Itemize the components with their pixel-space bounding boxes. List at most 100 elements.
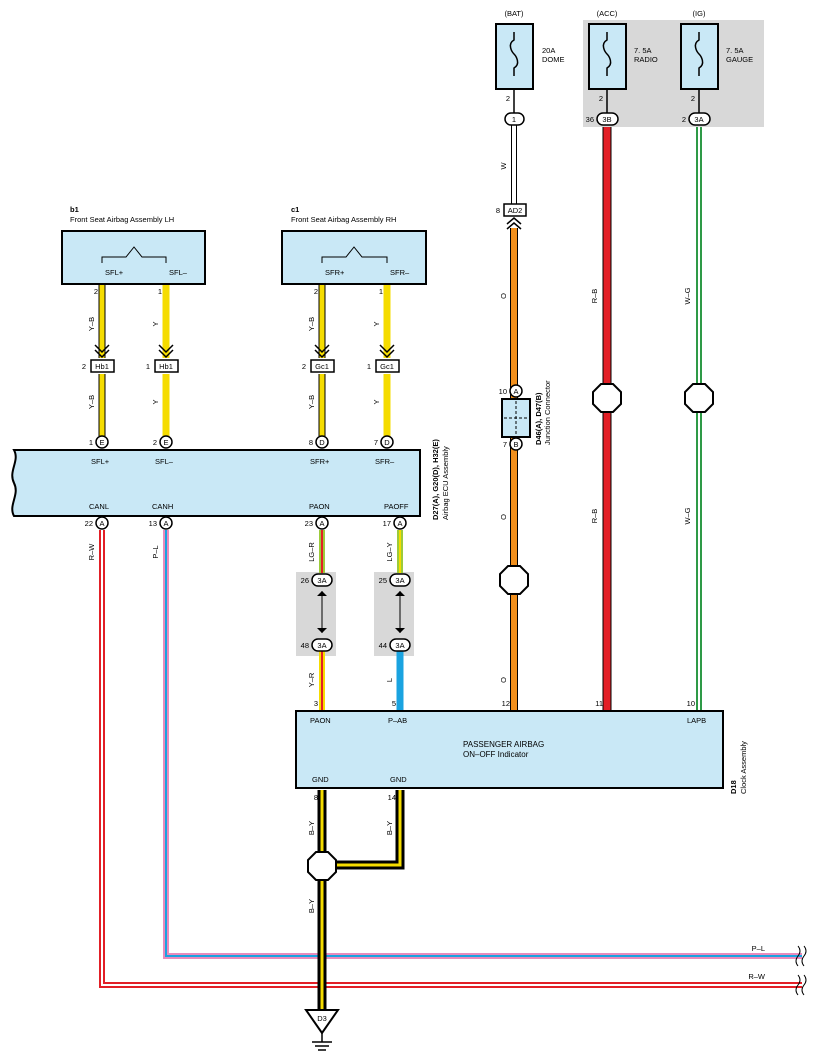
svg-text:GND: GND	[390, 775, 407, 784]
svg-text:3A: 3A	[395, 576, 404, 585]
component-ecu: E 1 E 2 D 8 D 7 SFL+ SFL– SFR+ SFR– CANL…	[11, 435, 450, 530]
svg-text:SFR+: SFR+	[310, 457, 330, 466]
svg-text:8: 8	[314, 793, 318, 802]
svg-text:26: 26	[301, 576, 309, 585]
svg-text:CANH: CANH	[152, 502, 173, 511]
svg-text:B: B	[513, 440, 518, 449]
wire-label-o-3: O	[499, 677, 508, 683]
wire-label-b-y-1: B–Y	[307, 821, 316, 835]
svg-text:1: 1	[379, 287, 383, 296]
splice-r-b	[592, 383, 622, 413]
svg-text:7: 7	[374, 438, 378, 447]
wire-label-w-g-2: W–G	[683, 507, 692, 524]
splice-b-y	[307, 851, 337, 881]
svg-text:AD2: AD2	[508, 206, 523, 215]
component-c1-name: Front Seat Airbag Assembly RH	[291, 215, 396, 224]
svg-text:SFR+: SFR+	[325, 268, 345, 277]
connector-3a-paon: 3A 26 3A 48	[301, 573, 333, 652]
component-clock-code: D18	[729, 780, 738, 794]
svg-text:22: 22	[85, 519, 93, 528]
component-clock-name: Clock Assembly	[739, 741, 748, 794]
svg-text:2: 2	[82, 362, 86, 371]
svg-text:1: 1	[512, 115, 516, 124]
svg-text:SFR–: SFR–	[375, 457, 395, 466]
wire-label-b-y-3: B–Y	[307, 899, 316, 913]
splice-o-1	[499, 565, 529, 595]
svg-text:SFL+: SFL+	[105, 268, 124, 277]
wire-label-w: W	[499, 162, 508, 170]
fuse-ig: (IG) 7. 5A GAUGE 2	[680, 9, 753, 103]
svg-text:17: 17	[383, 519, 391, 528]
ground-d3: D3	[304, 1009, 340, 1051]
connector-ig-3a: 3A 2	[682, 112, 711, 126]
connector-hb1-b: Hb1 1	[146, 344, 179, 373]
svg-text:PAOFF: PAOFF	[384, 502, 409, 511]
component-ecu-name: Airbag ECU Assembly	[441, 446, 450, 520]
wire-label-y-b-4: Y–B	[307, 395, 316, 409]
svg-text:2: 2	[302, 362, 306, 371]
svg-text:1: 1	[89, 438, 93, 447]
svg-text:13: 13	[149, 519, 157, 528]
svg-text:LAPB: LAPB	[687, 716, 706, 725]
svg-text:SFL+: SFL+	[91, 457, 110, 466]
junction-connector: A 10 B 7 D46(A), D47(B) Junction Connect…	[499, 380, 552, 451]
svg-text:Hb1: Hb1	[95, 362, 109, 371]
svg-text:3: 3	[314, 699, 318, 708]
fuse-bat: (BAT) 20A DOME 2	[495, 9, 565, 103]
connector-bat-1: 1	[504, 112, 525, 126]
fuse-acc-source: (ACC)	[597, 9, 618, 18]
fuse-acc-pin: 2	[599, 94, 603, 103]
component-b1: b1 Front Seat Airbag Assembly LH SFL+ SF…	[61, 205, 206, 296]
splice-w-g	[684, 383, 714, 413]
svg-text:3B: 3B	[602, 115, 611, 124]
component-c1-code: c1	[291, 205, 299, 214]
svg-text:A: A	[513, 387, 518, 396]
wire-p-l	[163, 530, 802, 959]
svg-text:48: 48	[301, 641, 309, 650]
fuse-ig-name: GAUGE	[726, 55, 753, 64]
connector-gc1-b: Gc1 1	[367, 344, 400, 373]
wire-label-o-1: O	[499, 293, 508, 299]
fuse-ig-pin: 2	[691, 94, 695, 103]
svg-text:PAON: PAON	[310, 716, 331, 725]
wire-label-y-r: Y–R	[307, 672, 316, 687]
svg-text:Gc1: Gc1	[315, 362, 329, 371]
wire-label-r-b-2: R–B	[590, 509, 599, 524]
wire-label-r-b-1: R–B	[590, 289, 599, 304]
svg-text:23: 23	[305, 519, 313, 528]
svg-text:CANL: CANL	[89, 502, 109, 511]
svg-text:8: 8	[496, 206, 500, 215]
svg-text:2: 2	[153, 438, 157, 447]
svg-text:3A: 3A	[694, 115, 703, 124]
connector-acc-3b: 3B 36	[586, 112, 619, 126]
wire-label-y-b-2: Y–B	[307, 317, 316, 331]
svg-text:10: 10	[687, 699, 695, 708]
svg-text:2: 2	[94, 287, 98, 296]
connector-hb1-a: Hb1 2	[82, 344, 115, 373]
fuse-ig-source: (IG)	[693, 9, 706, 18]
wire-label-b-y-2: B–Y	[385, 821, 394, 835]
fuse-acc-rating: 7. 5A	[634, 46, 652, 55]
wire-label-r-w: R–W	[87, 543, 96, 561]
svg-text:1: 1	[146, 362, 150, 371]
svg-text:1: 1	[367, 362, 371, 371]
svg-text:P–AB: P–AB	[388, 716, 407, 725]
clock-title-2: ON–OFF Indicator	[463, 750, 529, 759]
wire-r-w	[99, 530, 802, 988]
svg-text:10: 10	[499, 387, 507, 396]
svg-text:A: A	[99, 519, 104, 528]
svg-text:3A: 3A	[395, 641, 404, 650]
svg-text:11: 11	[595, 699, 603, 708]
wire-label-p-l: P–L	[151, 545, 160, 558]
svg-text:D: D	[319, 438, 325, 447]
svg-text:3A: 3A	[317, 576, 326, 585]
fuse-bat-name: DOME	[542, 55, 565, 64]
svg-text:1: 1	[158, 287, 162, 296]
fuse-acc: (ACC) 7. 5A RADIO 2	[588, 9, 658, 103]
connector-ad2: AD2 8	[496, 203, 527, 230]
wire-label-l: L	[385, 678, 394, 682]
svg-text:SFL–: SFL–	[155, 457, 174, 466]
wire-label-y-b-3: Y–B	[87, 395, 96, 409]
wire-label-p-l-right: P–L	[752, 944, 765, 953]
